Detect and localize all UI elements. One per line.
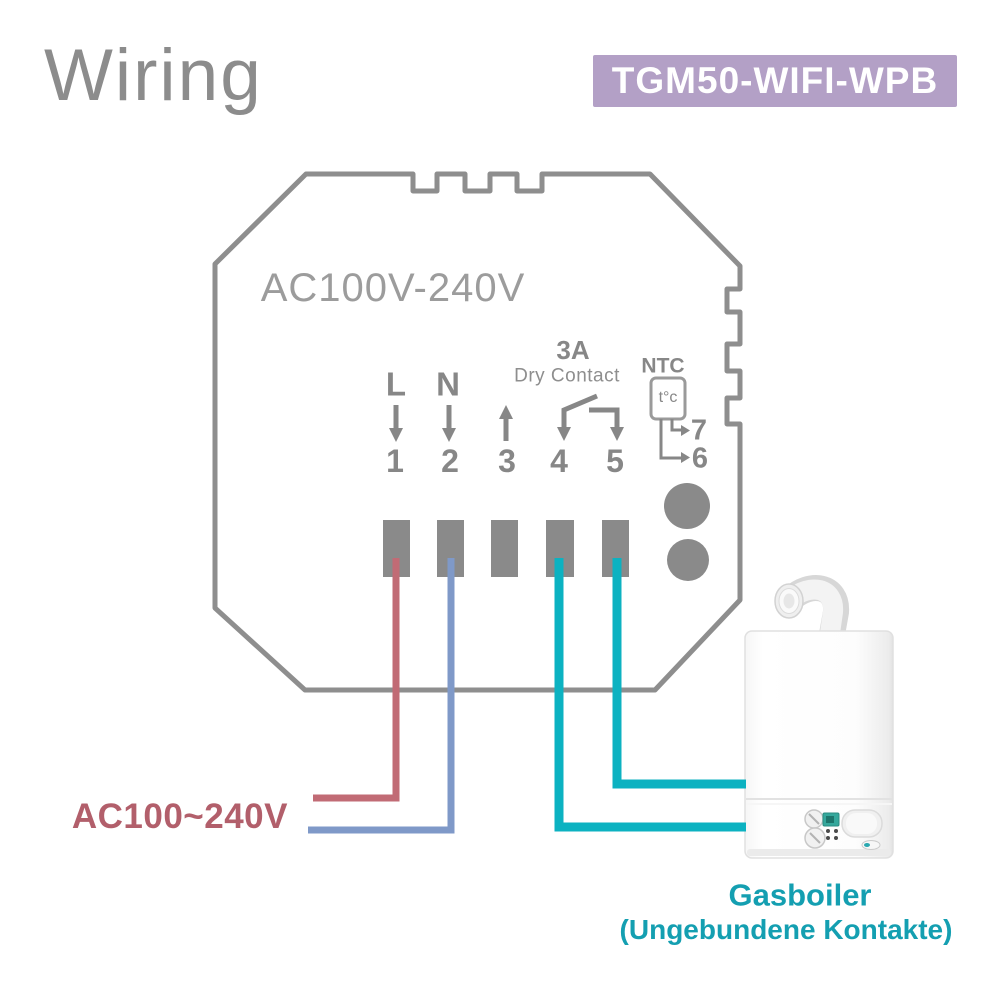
terminal-blocks — [383, 520, 629, 577]
relay-switch-symbol — [557, 393, 624, 441]
load-subtitle-label: (Ungebundene Kontakte) — [619, 914, 953, 945]
page-title: Wiring — [44, 35, 263, 116]
terminal-number-4: 4 — [550, 443, 568, 479]
ntc-lead-arrow-7 — [681, 425, 690, 436]
boiler-body — [744, 630, 894, 859]
power-supply-label: AC100~240V — [71, 797, 288, 836]
boiler-control-panel — [804, 809, 883, 850]
neutral-wire — [308, 558, 455, 834]
mounting-hole-top — [664, 483, 710, 529]
ntc-sensor — [649, 376, 690, 463]
terminal-block-3 — [491, 520, 518, 577]
relay-rating-label: 3A — [556, 335, 590, 365]
terminal-arrows — [389, 405, 513, 442]
model-badge: TGM50-WIFI-WPB — [593, 55, 957, 107]
ntc-lead-arrow-6 — [681, 452, 690, 463]
ntc-terminal-number-7: 7 — [690, 414, 708, 447]
relay-type-label: Dry Contact — [514, 365, 620, 387]
boiler-bottom-edge — [747, 849, 891, 856]
live-wire — [313, 558, 400, 802]
arrow-down-N — [442, 405, 456, 442]
knob-slot — [809, 832, 821, 844]
boiler-display-icon — [826, 816, 834, 823]
boiler-wire-terminal-4 — [554, 558, 746, 832]
mounting-hole-bottom — [667, 539, 709, 581]
boiler-flue-pipe — [774, 575, 849, 643]
boiler-logo-dot — [864, 843, 870, 847]
arrow-up-3 — [499, 405, 513, 441]
boiler-buttons — [826, 829, 838, 840]
ntc-leads — [659, 419, 682, 460]
ntc-label: NTC — [641, 354, 685, 378]
terminal-number-2: 2 — [441, 443, 459, 479]
device-voltage-label: AC100V-240V — [260, 266, 526, 310]
boiler-logo — [861, 840, 881, 850]
terminal-number-5: 5 — [606, 443, 624, 479]
boiler-panel-window-inner — [846, 813, 877, 834]
ntc-terminal-number-6: 6 — [691, 442, 709, 475]
load-name-label: Gasboiler — [728, 877, 872, 913]
arrow-down-L — [389, 405, 403, 442]
boiler-wire-terminal-5 — [612, 558, 746, 789]
terminal-number-3: 3 — [498, 443, 516, 479]
ntc-symbol-label: t°c — [658, 389, 678, 406]
neutral-terminal-label: N — [436, 365, 460, 403]
gas-boiler-illustration — [744, 575, 894, 859]
line-terminal-label: L — [385, 365, 407, 403]
terminal-number-1: 1 — [386, 443, 404, 479]
knob-slot — [808, 813, 820, 825]
ntc-sensor-box — [649, 376, 687, 421]
